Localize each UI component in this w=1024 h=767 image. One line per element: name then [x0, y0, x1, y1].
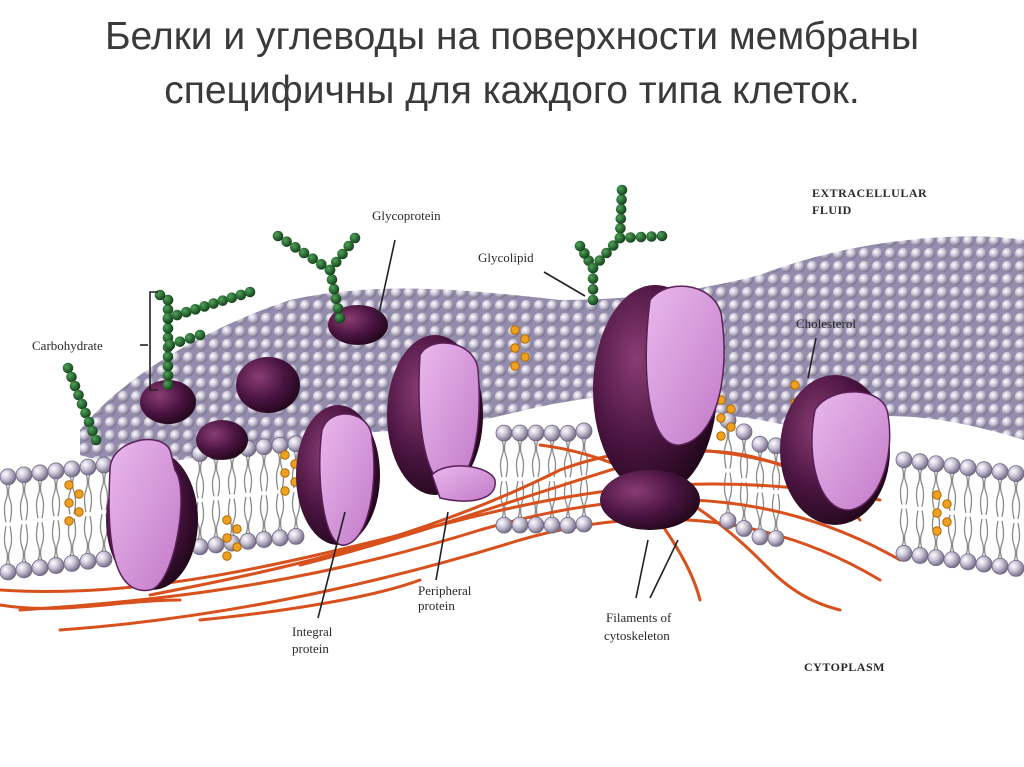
label-glycoprotein: Glycoprotein [372, 208, 441, 223]
label-integral: Integral [292, 624, 333, 639]
label-filaments: Filaments of [606, 610, 672, 625]
label-integral-protein: protein [292, 641, 329, 656]
label-peripheral-protein: protein [418, 598, 455, 613]
label-cytoplasm: CYTOPLASM [804, 660, 885, 674]
label-carbohydrate: Carbohydrate [32, 338, 103, 353]
label-fluid: FLUID [812, 203, 852, 217]
label-cytoskeleton: cytoskeleton [604, 628, 670, 643]
label-extracellular: EXTRACELLULAR [812, 186, 927, 200]
integral-protein-2 [296, 405, 380, 545]
integral-protein-1 [106, 440, 198, 591]
integral-protein-5 [780, 375, 890, 525]
label-peripheral: Peripheral [418, 583, 472, 598]
label-glycolipid: Glycolipid [478, 250, 534, 265]
label-cholesterol: Cholesterol [796, 316, 856, 331]
